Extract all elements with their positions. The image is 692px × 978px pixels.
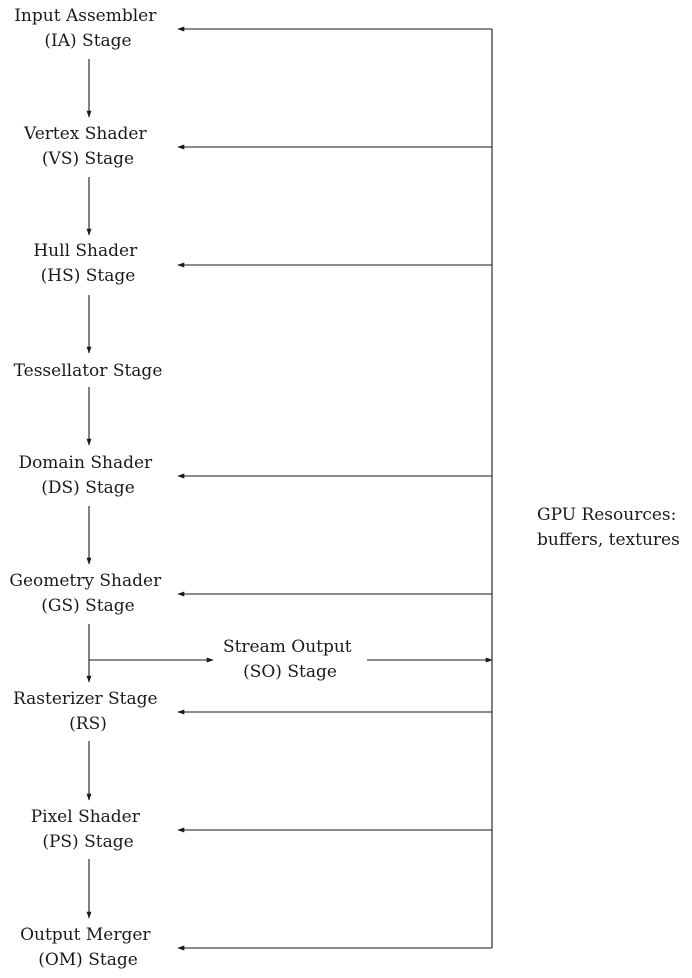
stage-so-line1: Stream Output: [223, 637, 352, 657]
stage-ts: Tessellator Stage: [14, 361, 163, 381]
stage-rs-line2: (RS): [69, 714, 107, 734]
stage-om-line2: (OM) Stage: [38, 950, 138, 970]
stage-om: Output Merger (OM) Stage: [20, 925, 156, 970]
stage-om-line1: Output Merger: [20, 925, 151, 945]
stage-ds: Domain Shader (DS) Stage: [18, 453, 157, 498]
stage-gs: Geometry Shader (GS) Stage: [9, 571, 166, 616]
stage-gs-line1: Geometry Shader: [9, 571, 162, 591]
stage-vs-line2: (VS) Stage: [42, 149, 134, 169]
stage-ds-line2: (DS) Stage: [41, 478, 135, 498]
stage-ds-line1: Domain Shader: [18, 453, 153, 473]
gpu-resources-label: GPU Resources: buffers, textures: [537, 505, 682, 550]
stage-ts-line1: Tessellator Stage: [14, 361, 163, 381]
stage-hs: Hull Shader (HS) Stage: [33, 241, 142, 286]
stage-so: Stream Output (SO) Stage: [223, 637, 357, 682]
stage-rs-line1: Rasterizer Stage: [13, 689, 158, 709]
stage-hs-line2: (HS) Stage: [41, 266, 136, 286]
stage-so-line2: (SO) Stage: [243, 662, 337, 682]
stage-ps-line1: Pixel Shader: [31, 807, 141, 827]
stage-ps-line2: (PS) Stage: [42, 832, 133, 852]
gpu-resources-line2: buffers, textures: [537, 530, 680, 550]
stage-hs-line1: Hull Shader: [33, 241, 138, 261]
stage-vs: Vertex Shader (VS) Stage: [23, 124, 152, 169]
stage-ps: Pixel Shader (PS) Stage: [31, 807, 146, 852]
stage-rs: Rasterizer Stage (RS): [13, 689, 163, 734]
stage-ia-line2: (IA) Stage: [44, 31, 131, 51]
stage-vs-line1: Vertex Shader: [23, 124, 147, 144]
stage-gs-line2: (GS) Stage: [41, 596, 134, 616]
gpu-resources-line1: GPU Resources:: [537, 505, 676, 525]
stage-ia-line1: Input Assembler: [14, 6, 157, 26]
stage-ia: Input Assembler (IA) Stage: [14, 6, 162, 51]
